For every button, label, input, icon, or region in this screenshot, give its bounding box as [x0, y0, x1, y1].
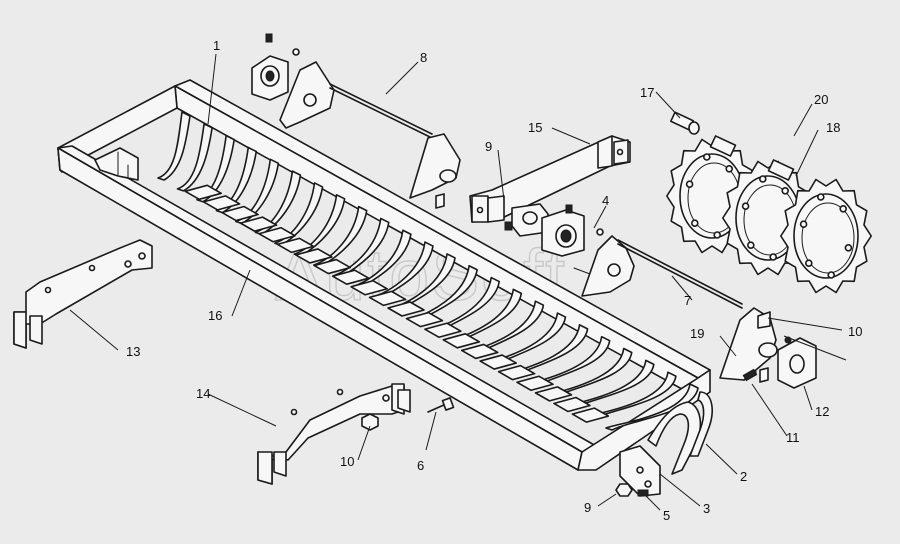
left-arm-14 [257, 383, 411, 485]
end-tine [647, 401, 702, 475]
floor-slat [295, 248, 333, 264]
cage-wheel [779, 178, 873, 294]
end-tine-2 [689, 391, 713, 457]
callout-9-upper: 9 [485, 139, 492, 154]
right-bracket-19 [719, 307, 817, 389]
floor-slat [497, 364, 536, 381]
tine [176, 123, 213, 192]
bolt-5 [637, 489, 649, 497]
arm-plate-8b [409, 133, 461, 199]
upper-bracket-8 [251, 33, 461, 209]
bottom-hardware [615, 483, 649, 497]
callout-1: 1 [213, 38, 220, 53]
callout-5: 5 [663, 508, 670, 523]
callout-10-left: 10 [340, 454, 354, 469]
callout-10-right: 10 [848, 324, 862, 339]
callout-18: 18 [826, 120, 840, 135]
callout-labels: 1 2 3 4 5 6 7 8 9 9 10 10 11 12 13 14 15… [126, 38, 862, 523]
floor-slat [258, 226, 296, 243]
floor-slat [516, 375, 554, 392]
floor-slat [313, 258, 352, 275]
frame-left-bracket [94, 147, 139, 181]
floor-slat [202, 195, 241, 211]
callout-12: 12 [815, 404, 829, 419]
floor-slat [442, 333, 481, 349]
leader-lines [69, 53, 847, 511]
callout-11: 11 [786, 430, 800, 445]
tine [157, 111, 191, 181]
cage-wheels [665, 111, 873, 294]
wheel-inner-ring [793, 193, 859, 279]
callout-16: 16 [208, 308, 222, 323]
floor-slat [553, 396, 591, 413]
callout-17: 17 [640, 85, 654, 100]
callout-6: 6 [417, 458, 424, 473]
callout-4: 4 [602, 193, 609, 208]
mid-bracket-15 [469, 135, 743, 309]
callout-15: 15 [528, 120, 542, 135]
callout-13: 13 [126, 344, 140, 359]
slat-row [184, 184, 610, 423]
callout-8: 8 [420, 50, 427, 65]
roller-frame [57, 79, 711, 471]
nut-9 [615, 483, 633, 497]
floor-slat [221, 205, 259, 222]
callout-20: 20 [814, 92, 828, 107]
nut-10 [361, 413, 379, 431]
floor-slat [460, 343, 499, 360]
plate-4 [581, 235, 635, 297]
floor-slat [184, 184, 223, 201]
callout-9-lower: 9 [584, 500, 591, 515]
floor-slat [239, 216, 278, 232]
floor-slat [350, 279, 388, 296]
floor-slat [368, 290, 407, 307]
floor-slat [387, 301, 425, 317]
bolt-6 [427, 397, 455, 413]
end-tine-assembly [619, 391, 713, 497]
callout-7: 7 [684, 293, 691, 308]
left-arm-13 [13, 239, 153, 349]
floor-slat [571, 407, 610, 423]
floor-slat [424, 322, 462, 339]
callout-19: 19 [690, 326, 704, 341]
floor-slat [534, 386, 573, 402]
floor-slat [276, 237, 315, 254]
callout-3: 3 [703, 501, 710, 516]
callout-2: 2 [740, 469, 747, 484]
hub-17 [670, 111, 795, 181]
floor-slat [479, 354, 517, 370]
floor-slat [331, 269, 370, 285]
floor-slat [405, 311, 444, 328]
callout-14: 14 [196, 386, 210, 401]
